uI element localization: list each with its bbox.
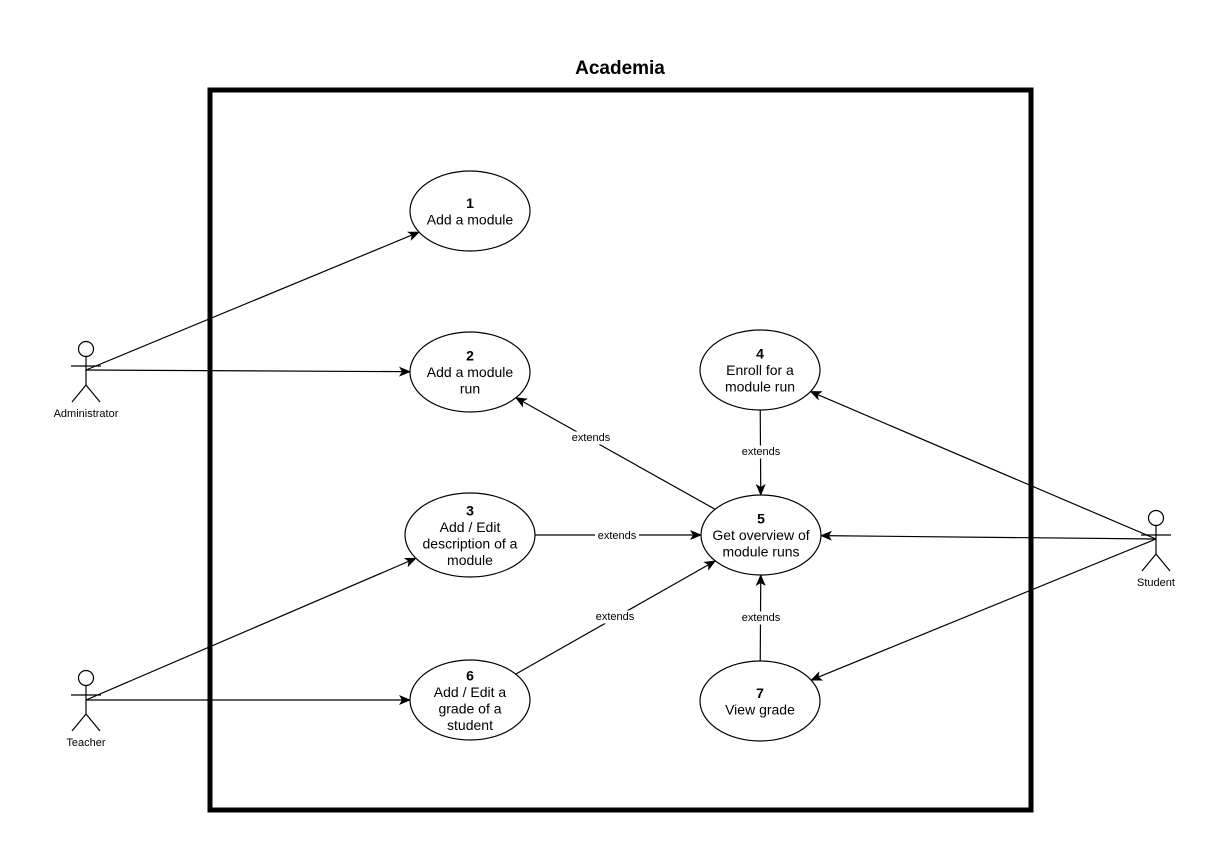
- system-boundary: [207, 87, 1034, 813]
- extends-label: extends: [598, 530, 637, 542]
- use-case-ellipse: [699, 660, 821, 742]
- use-case-label-line: Add / Edit a: [434, 684, 507, 700]
- actor-right-leg: [1155, 553, 1171, 572]
- actor-head: [77, 340, 95, 358]
- actor-administrator: Administrator: [54, 340, 119, 420]
- actor-label: Student: [1137, 577, 1175, 589]
- association-administrator-uc2: [85, 366, 412, 377]
- association-administrator-uc1: [85, 231, 420, 371]
- use-case-label-line: Add a module: [427, 211, 514, 227]
- actor-label: Teacher: [66, 737, 105, 749]
- use-case-label-line: grade of a: [438, 700, 501, 716]
- use-case-label-line: description of a: [423, 535, 518, 551]
- actor-left-leg: [1141, 553, 1157, 572]
- association-student-uc7: [810, 538, 1157, 681]
- extends-label-bg: [739, 445, 783, 459]
- actor-head: [77, 669, 95, 687]
- actor-left-leg: [71, 384, 87, 403]
- use-case-number: 5: [757, 511, 765, 527]
- use-case-label-line: Get overview of: [712, 527, 809, 543]
- use-case-number: 7: [756, 685, 764, 701]
- extends-label-bg: [569, 431, 613, 445]
- association-student-uc4: [809, 391, 1157, 540]
- extends-label-bg: [739, 611, 783, 625]
- use-case-label-line: student: [447, 717, 493, 733]
- extends-uc5-uc2: [515, 397, 716, 510]
- association-teacher-uc3: [85, 557, 417, 701]
- use-case-label-line: Add / Edit: [440, 519, 501, 535]
- use-case-number: 2: [466, 348, 474, 364]
- actor-label: Administrator: [54, 408, 119, 420]
- use-case-label-line: module run: [725, 379, 795, 395]
- association-student-uc5: [819, 530, 1157, 541]
- actor-student: Student: [1137, 509, 1175, 589]
- use-case-number: 6: [466, 667, 474, 683]
- extends-label-bg: [595, 529, 639, 543]
- use-case-ellipse: [409, 170, 531, 252]
- actor-head: [1147, 509, 1165, 527]
- edge-labels-layer: extends extends extends extends extends: [569, 431, 783, 625]
- extends-label: extends: [742, 612, 781, 624]
- extends-label: extends: [596, 611, 635, 623]
- extends-label: extends: [742, 446, 781, 458]
- use-case-ellipse: [700, 494, 822, 576]
- use-case-ellipse: [404, 492, 536, 578]
- use-case-number: 3: [466, 502, 474, 518]
- use-case-number: 4: [756, 346, 764, 362]
- actor-left-leg: [71, 713, 87, 732]
- edges-layer: [85, 231, 1157, 705]
- use-case-label-line: Enroll for a: [726, 362, 794, 378]
- use-case-label-line: Add a module: [427, 364, 514, 380]
- extends-label: extends: [572, 432, 611, 444]
- use-case-number: 1: [466, 195, 474, 211]
- system-title: Academia: [575, 58, 665, 79]
- use-case-label-line: module runs: [722, 544, 799, 560]
- actor-teacher: Teacher: [66, 669, 106, 749]
- actor-right-leg: [85, 713, 101, 732]
- use-case-ellipse: [409, 659, 531, 741]
- use-case-label-line: run: [460, 381, 480, 397]
- use-case-ellipse: [699, 329, 821, 411]
- actor-right-leg: [85, 384, 101, 403]
- use-case-label-line: View grade: [725, 701, 795, 717]
- use-case-ellipse: [409, 331, 531, 413]
- extends-label-bg: [593, 610, 637, 624]
- use-case-label-line: module: [447, 552, 493, 568]
